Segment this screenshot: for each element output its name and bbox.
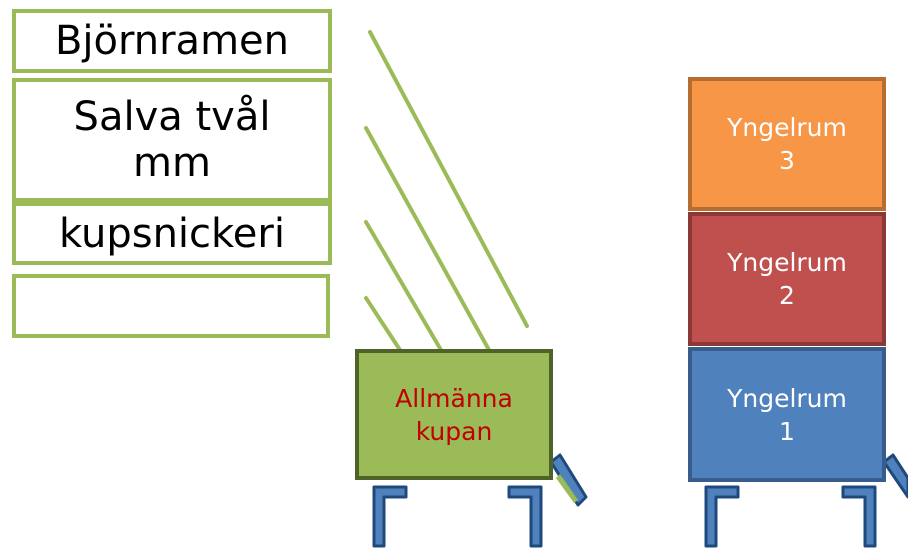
brood-box-1-label: Yngelrum <box>727 383 847 413</box>
topic-box-empty <box>12 274 330 338</box>
brood-box-1-number: 1 <box>779 416 795 446</box>
stack-leg-left <box>704 485 740 548</box>
stack-handle <box>882 453 908 499</box>
topic-label-salva-line2: mm <box>133 140 211 186</box>
hive-label-line2: kupan <box>415 416 493 446</box>
hive-handle-inner <box>556 474 578 503</box>
hive-label-line1: Allmänna <box>395 383 513 413</box>
brood-box-1: Yngelrum 1 <box>688 347 886 482</box>
topic-box-kupsnickeri: kupsnickeri <box>12 202 332 265</box>
topic-label-bjornramen: Björnramen <box>54 18 289 64</box>
brood-box-2-number: 2 <box>779 281 795 310</box>
hive-leg-right <box>507 485 543 548</box>
brood-box-2: Yngelrum 2 <box>688 212 886 346</box>
stack-leg-right <box>841 485 877 548</box>
hive-allmanna-kupan: Allmänna kupan <box>355 349 553 480</box>
topic-label-salva-line1: Salva tvål <box>73 94 271 140</box>
brood-box-3-number: 3 <box>779 146 795 175</box>
topic-box-salva-tval: Salva tvål mm <box>12 78 332 202</box>
hive-handle <box>549 453 588 507</box>
brood-box-2-label: Yngelrum <box>727 248 847 277</box>
hive-leg-left <box>372 485 408 548</box>
topic-box-bjornramen: Björnramen <box>12 9 332 73</box>
brood-box-3: Yngelrum 3 <box>688 77 886 211</box>
brood-box-3-label: Yngelrum <box>727 113 847 142</box>
topic-label-kupsnickeri: kupsnickeri <box>59 210 285 257</box>
